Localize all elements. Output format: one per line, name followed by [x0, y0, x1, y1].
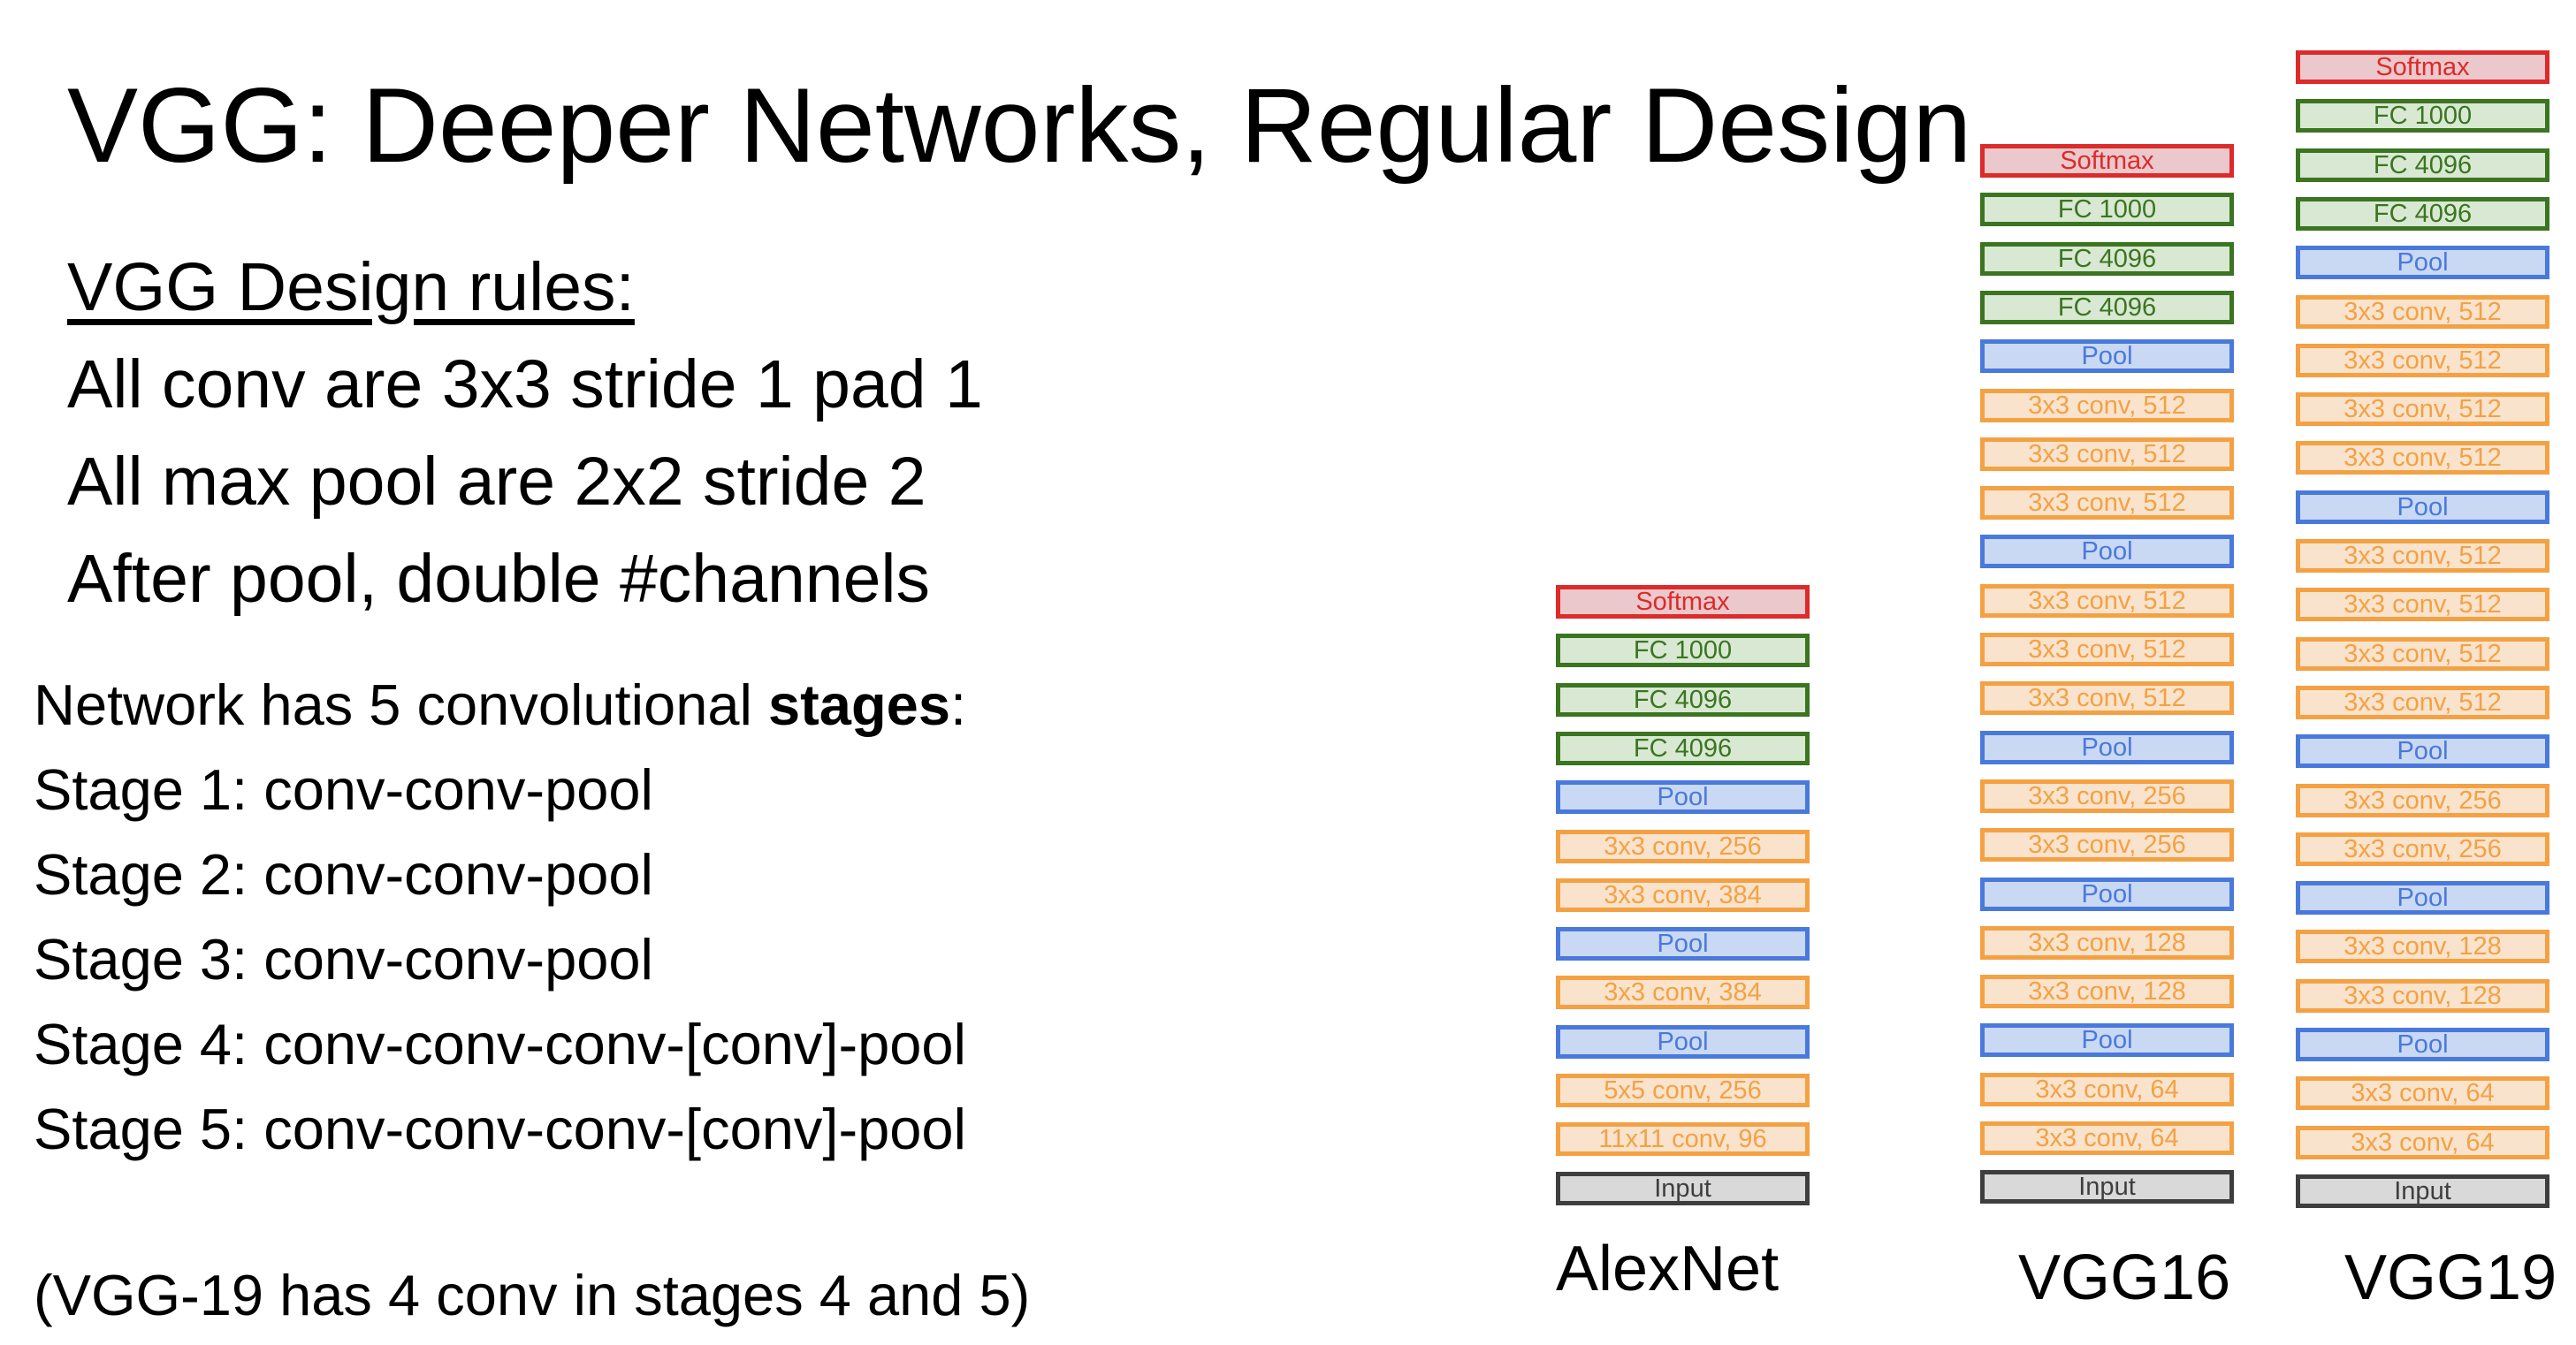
- stages-list: Network has 5 convolutional stages: Stag…: [34, 663, 966, 1172]
- layer-conv: 3x3 conv, 512: [2296, 344, 2549, 377]
- stage-item: Stage 2: conv-conv-pool: [34, 842, 653, 907]
- layer-conv: 3x3 conv, 128: [2296, 979, 2549, 1013]
- vgg19-label: VGG19: [2344, 1242, 2557, 1313]
- stages-intro: Network has 5 convolutional stages:: [34, 663, 966, 748]
- layer-fc: FC 4096: [2296, 148, 2549, 182]
- layer-input: Input: [2296, 1174, 2549, 1208]
- layer-conv: 3x3 conv, 256: [1980, 779, 2234, 813]
- stage-item: Stage 1: conv-conv-pool: [34, 757, 653, 822]
- layer-pool: Pool: [2296, 490, 2549, 524]
- layer-pool: Pool: [1980, 1023, 2234, 1057]
- stages-intro-bold: stages: [768, 672, 950, 737]
- layer-conv: 3x3 conv, 256: [1980, 828, 2234, 862]
- layer-pool: Pool: [1980, 339, 2234, 373]
- layer-conv: 3x3 conv, 512: [2296, 588, 2549, 621]
- layer-conv: 3x3 conv, 512: [2296, 539, 2549, 573]
- layer-conv: 3x3 conv, 512: [1980, 633, 2234, 666]
- layer-fc: FC 1000: [2296, 99, 2549, 133]
- layer-fc: FC 4096: [1980, 242, 2234, 276]
- layer-input: Input: [1556, 1172, 1810, 1205]
- layer-conv: 3x3 conv, 512: [1980, 389, 2234, 422]
- design-rule: All conv are 3x3 stride 1 pad 1: [67, 346, 983, 422]
- layer-fc: FC 4096: [1556, 683, 1810, 717]
- layer-softmax: Softmax: [1980, 144, 2234, 178]
- layer-conv: 3x3 conv, 512: [2296, 686, 2549, 719]
- design-rules: VGG Design rules: All conv are 3x3 strid…: [67, 239, 983, 627]
- layer-conv: 11x11 conv, 96: [1556, 1122, 1810, 1156]
- design-rule: All max pool are 2x2 stride 2: [67, 444, 926, 520]
- layer-conv: 3x3 conv, 512: [1980, 437, 2234, 471]
- layer-pool: Pool: [1556, 1025, 1810, 1059]
- stage-item: Stage 5: conv-conv-conv-[conv]-pool: [34, 1097, 966, 1161]
- stage-item: Stage 3: conv-conv-pool: [34, 927, 653, 992]
- layer-pool: Pool: [1980, 878, 2234, 911]
- alexnet-label: AlexNet: [1556, 1234, 1780, 1304]
- layer-pool: Pool: [2296, 881, 2549, 915]
- vgg19-note: (VGG-19 has 4 conv in stages 4 and 5): [34, 1263, 1031, 1327]
- layer-fc: FC 4096: [2296, 197, 2549, 231]
- layer-conv: 3x3 conv, 64: [2296, 1076, 2549, 1110]
- layer-fc: FC 1000: [1556, 634, 1810, 667]
- layer-conv: 3x3 conv, 512: [1980, 486, 2234, 520]
- slide-title: VGG: Deeper Networks, Regular Design: [67, 66, 1972, 185]
- layer-conv: 3x3 conv, 512: [2296, 637, 2549, 671]
- layer-pool: Pool: [2296, 246, 2549, 279]
- layer-conv: 3x3 conv, 512: [1980, 584, 2234, 618]
- layer-conv: 3x3 conv, 64: [1980, 1073, 2234, 1106]
- layer-conv: 3x3 conv, 128: [1980, 975, 2234, 1008]
- layer-conv: 3x3 conv, 256: [1556, 830, 1810, 863]
- vgg16-label: VGG16: [2018, 1242, 2231, 1313]
- layer-conv: 3x3 conv, 512: [2296, 392, 2549, 426]
- layer-conv: 3x3 conv, 512: [2296, 441, 2549, 475]
- layer-conv: 3x3 conv, 64: [2296, 1126, 2549, 1159]
- layer-conv: 3x3 conv, 512: [1980, 681, 2234, 715]
- layer-conv: 3x3 conv, 512: [2296, 295, 2549, 329]
- layer-softmax: Softmax: [2296, 50, 2549, 84]
- layer-conv: 3x3 conv, 128: [1980, 926, 2234, 960]
- stages-intro-prefix: Network has 5 convolutional: [34, 672, 769, 737]
- layer-pool: Pool: [1556, 927, 1810, 961]
- layer-fc: FC 1000: [1980, 193, 2234, 226]
- layer-pool: Pool: [1556, 780, 1810, 814]
- layer-pool: Pool: [2296, 734, 2549, 768]
- layer-fc: FC 4096: [1980, 291, 2234, 324]
- design-rule: After pool, double #channels: [67, 541, 931, 617]
- stages-intro-suffix: :: [949, 672, 967, 737]
- layer-conv: 5x5 conv, 256: [1556, 1074, 1810, 1107]
- design-rules-heading: VGG Design rules:: [67, 249, 635, 325]
- layer-pool: Pool: [2296, 1028, 2549, 1061]
- layer-conv: 3x3 conv, 256: [2296, 832, 2549, 866]
- stage-item: Stage 4: conv-conv-conv-[conv]-pool: [34, 1012, 966, 1076]
- layer-pool: Pool: [1980, 535, 2234, 568]
- layer-fc: FC 4096: [1556, 732, 1810, 765]
- layer-pool: Pool: [1980, 731, 2234, 764]
- layer-softmax: Softmax: [1556, 585, 1810, 619]
- layer-conv: 3x3 conv, 384: [1556, 976, 1810, 1009]
- layer-conv: 3x3 conv, 384: [1556, 878, 1810, 912]
- layer-conv: 3x3 conv, 128: [2296, 930, 2549, 963]
- layer-input: Input: [1980, 1170, 2234, 1204]
- layer-conv: 3x3 conv, 64: [1980, 1121, 2234, 1155]
- layer-conv: 3x3 conv, 256: [2296, 784, 2549, 817]
